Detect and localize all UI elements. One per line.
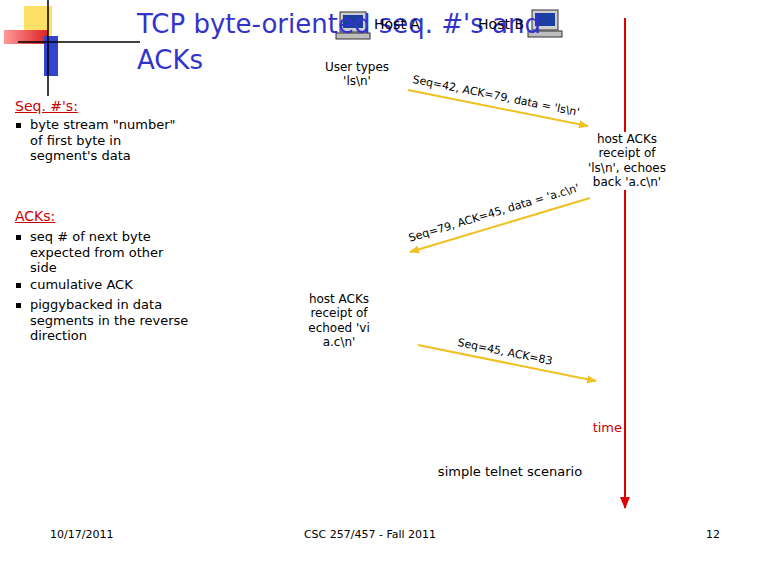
bullet — [16, 283, 21, 288]
slide-number: 12 — [680, 528, 720, 541]
bullet — [16, 123, 21, 128]
bullet-text: piggybacked in data segments in the reve… — [30, 297, 190, 344]
bullet-text: cumulative ACK — [30, 277, 190, 293]
bullet — [16, 303, 21, 308]
bullet-text: byte stream "number" of first byte in se… — [30, 117, 185, 164]
host-label: Host B — [462, 16, 524, 33]
event-note: host ACKs receipt of echoed 'vi a.c\n' — [300, 292, 378, 350]
event-note: host ACKs receipt of 'ls\n', echoes back… — [582, 132, 672, 190]
deco-line — [18, 41, 140, 43]
section-heading: Seq. #'s: — [15, 98, 165, 115]
deco-line — [47, 0, 49, 96]
segment-label: Seq=79, ACK=45, data = 'a.c\n' — [407, 181, 581, 245]
host-label: Host A — [374, 16, 454, 33]
footer-date: 10/17/2011 — [50, 528, 150, 541]
event-note: User types 'ls\n' — [322, 60, 392, 89]
bullet-text: seq # of next byte expected from other s… — [30, 229, 190, 276]
time-axis — [624, 18, 626, 508]
footer-course: CSC 257/457 - Fall 2011 — [260, 528, 480, 541]
time-label: time — [588, 420, 622, 436]
bullet — [16, 235, 21, 240]
scenario-caption: simple telnet scenario — [420, 464, 600, 480]
section-heading: ACKs: — [15, 208, 165, 225]
